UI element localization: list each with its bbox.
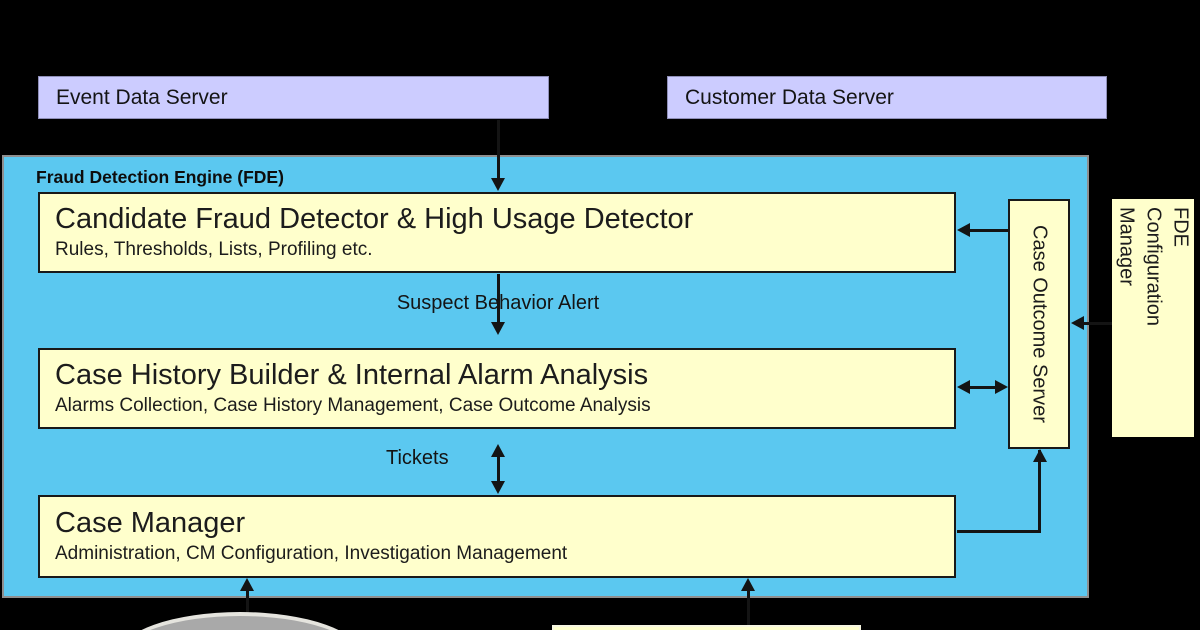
arrow-users-to-manager-head — [240, 578, 254, 591]
arrow-manager-to-cos-vshaft — [1038, 450, 1041, 532]
arrow-history-cos-shaft — [968, 385, 996, 389]
customer-data-server-label: Customer Data Server — [685, 85, 894, 109]
fde-configuration-manager-label: FDE Configuration Manager — [1115, 207, 1192, 326]
event-data-server-label: Event Data Server — [56, 85, 228, 109]
arrow-history-cos-head-left — [957, 380, 970, 394]
customer-data-server-box: Customer Data Server — [667, 76, 1107, 119]
arrow-users-to-manager-shaft — [245, 589, 249, 630]
case-history-builder-box: Case History Builder & Internal Alarm An… — [38, 348, 956, 429]
tickets-label: Tickets — [386, 447, 449, 469]
arrow-tickets-head-down — [491, 481, 505, 494]
arrow-cos-to-detector-shaft — [968, 228, 1008, 232]
module-subtitle: Rules, Thresholds, Lists, Profiling etc. — [55, 238, 373, 260]
arrow-tickets-shaft — [496, 455, 500, 484]
case-outcome-server-label: Case Outcome Server — [1028, 225, 1051, 423]
bottom-partial-box — [552, 625, 861, 630]
arrow-tickets-head-up — [491, 444, 505, 457]
case-manager-box: Case Manager Administration, CM Configur… — [38, 495, 956, 578]
arrow-cfg-to-cos-shaft — [1082, 321, 1112, 325]
module-subtitle: Administration, CM Configuration, Invest… — [55, 542, 568, 564]
arrow-event-to-detector-head — [491, 178, 505, 191]
event-data-server-box: Event Data Server — [38, 76, 549, 119]
arrow-bottom-to-manager-head — [741, 578, 755, 591]
arrow-event-to-detector-shaft — [496, 120, 500, 180]
arrow-cos-to-detector-head — [957, 223, 970, 237]
fde-configuration-manager-box: FDE Configuration Manager — [1112, 199, 1194, 437]
candidate-fraud-detector-box: Candidate Fraud Detector & High Usage De… — [38, 192, 956, 273]
arrow-bottom-to-manager-shaft — [746, 589, 750, 626]
case-outcome-server-box: Case Outcome Server — [1008, 199, 1070, 449]
arrow-suspect-alert-head — [491, 322, 505, 335]
module-title: Case History Builder & Internal Alarm An… — [55, 359, 649, 392]
arrow-history-cos-head-right — [995, 380, 1008, 394]
module-title: Candidate Fraud Detector & High Usage De… — [55, 203, 694, 236]
arrow-manager-to-cos-head — [1032, 449, 1047, 462]
arrow-suspect-alert-shaft — [496, 274, 500, 324]
users-ellipse — [118, 612, 362, 630]
arrow-cfg-to-cos-head — [1071, 316, 1084, 330]
module-subtitle: Alarms Collection, Case History Manageme… — [55, 394, 651, 416]
module-title: Case Manager — [55, 507, 246, 540]
arrow-manager-to-cos-hshaft — [957, 529, 1041, 533]
fraud-detection-engine-label: Fraud Detection Engine (FDE) — [36, 167, 284, 187]
